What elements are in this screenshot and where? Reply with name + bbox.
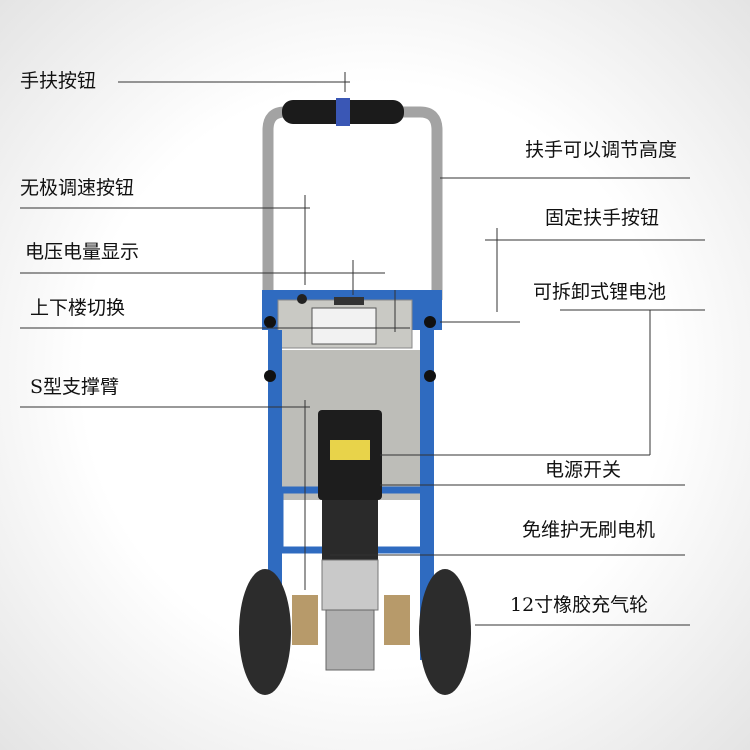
motor-body	[321, 559, 379, 611]
left-pad	[292, 595, 318, 645]
display	[334, 297, 364, 305]
left-wheel	[239, 569, 291, 695]
label-fix-handle-button: 固定扶手按钮	[545, 207, 660, 229]
right-wheel	[419, 569, 471, 695]
callout-lines	[20, 72, 705, 626]
machine	[239, 98, 471, 695]
label-speed-button: 无极调速按钮	[20, 177, 135, 199]
label-battery: 可拆卸式锂电池	[533, 281, 667, 303]
nameplate	[311, 307, 377, 345]
handle-button	[336, 98, 350, 126]
gearbox	[325, 609, 375, 671]
motor-cap	[322, 500, 378, 560]
label-handle-button: 手扶按钮	[20, 70, 97, 92]
label-motor: 免维护无刷电机	[522, 519, 656, 541]
label-stairs-switch: 上下楼切换	[30, 297, 126, 319]
battery-label	[330, 440, 370, 460]
label-voltage-display: 电压电量显示	[25, 241, 140, 263]
label-wheel: 12寸橡胶充气轮	[510, 594, 649, 616]
label-adjustable-handle: 扶手可以调节高度	[525, 139, 678, 161]
speed-knob	[297, 294, 307, 304]
right-pad	[384, 595, 410, 645]
label-power-switch: 电源开关	[545, 459, 622, 481]
label-support-arm: S型支撑臂	[30, 376, 120, 398]
